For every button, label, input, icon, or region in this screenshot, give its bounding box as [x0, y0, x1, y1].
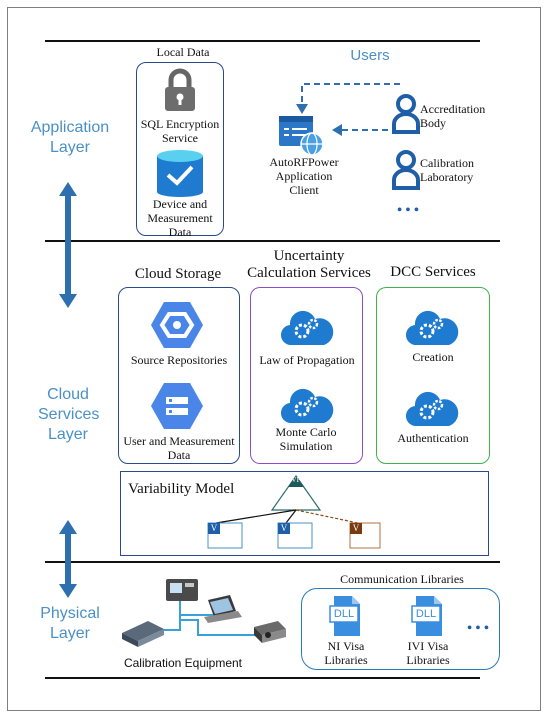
- uncertainty-title: Uncertainty Calculation Services: [247, 248, 371, 281]
- user-measurement-data-label: User and Measurement Data: [123, 434, 235, 462]
- authentication-cloud-gear-icon: [405, 391, 459, 427]
- accreditation-body-label: Accreditation Body: [420, 102, 486, 130]
- sql-encryption-label: SQL Encryption Service: [140, 117, 220, 145]
- cloud-storage-title: Cloud Storage: [134, 266, 222, 282]
- application-layer-label: Application Layer: [30, 119, 110, 156]
- communication-libraries-box: [301, 588, 500, 670]
- monte-carlo-cloud-gear-icon: [280, 388, 334, 424]
- device-measurement-label: Device and Measurement Data: [147, 197, 213, 239]
- lock-icon: [165, 68, 195, 111]
- authentication-label: Authentication: [397, 431, 469, 445]
- dcc-services-box: [376, 287, 490, 464]
- app-cloud-separator: [45, 240, 500, 242]
- top-rule: [45, 40, 480, 42]
- database-check-icon: [157, 150, 203, 197]
- variability-model-title: Variability Model: [128, 481, 235, 497]
- ni-visa-label: NI Visa Libraries: [324, 639, 368, 667]
- local-data-box: [136, 62, 224, 236]
- calibration-equipment-label: Calibration Equipment: [123, 656, 243, 670]
- local-data-title: Local Data: [156, 45, 210, 59]
- app-client-label: AutoRFPower Application Client: [269, 155, 339, 197]
- variant-label-1: V: [210, 523, 218, 533]
- cloud-physical-double-arrow: [59, 520, 77, 598]
- application-client-icon: [279, 116, 324, 156]
- storage-icon: [151, 383, 203, 429]
- accreditation-user-icon: [392, 94, 420, 134]
- calibration-lab-label: Calibration Laboratory: [420, 156, 474, 184]
- bottom-rule: [45, 677, 480, 679]
- variability-model-box: [120, 471, 489, 556]
- source-repositories-icon: [151, 302, 203, 348]
- propagation-cloud-gear-icon: [280, 310, 334, 346]
- creation-cloud-gear-icon: [405, 310, 459, 346]
- physical-layer-label: Physical Layer: [40, 605, 100, 642]
- source-repositories-label: Source Repositories: [130, 353, 228, 367]
- monte-carlo-label: Monte Carlo Simulation: [275, 425, 337, 453]
- figure-frame: [7, 7, 541, 711]
- communication-libraries-title: Communication Libraries: [340, 572, 464, 586]
- calibration-equipment-network: [122, 579, 286, 647]
- cloud-physical-separator: [45, 561, 500, 563]
- more-users-ellipsis: • • •: [397, 203, 419, 218]
- user-to-client-arrows: [296, 83, 400, 136]
- variant-label-2: V: [280, 523, 288, 533]
- vp-node-label: VP: [291, 476, 301, 484]
- ni-dll-text: DLL: [333, 608, 355, 620]
- more-libraries-ellipsis: • • •: [467, 621, 489, 636]
- ni-dll-icon: [329, 596, 360, 636]
- cloud-services-layer-label: Cloud Services Layer: [38, 386, 100, 443]
- calibration-lab-user-icon: [392, 150, 420, 190]
- app-cloud-double-arrow: [59, 182, 77, 308]
- ivi-dll-icon: [411, 596, 442, 636]
- ivi-visa-label: IVI Visa Libraries: [406, 639, 450, 667]
- dcc-services-title: DCC Services: [390, 264, 476, 280]
- ivi-dll-text: DLL: [415, 608, 437, 620]
- variability-model-tree: [207, 474, 381, 549]
- users-title: Users: [350, 47, 390, 64]
- uncertainty-box: [250, 287, 363, 464]
- cloud-storage-box: [118, 287, 240, 464]
- creation-label: Creation: [412, 350, 454, 364]
- law-of-propagation-label: Law of Propagation: [259, 353, 355, 367]
- variant-label-3: V: [352, 523, 360, 533]
